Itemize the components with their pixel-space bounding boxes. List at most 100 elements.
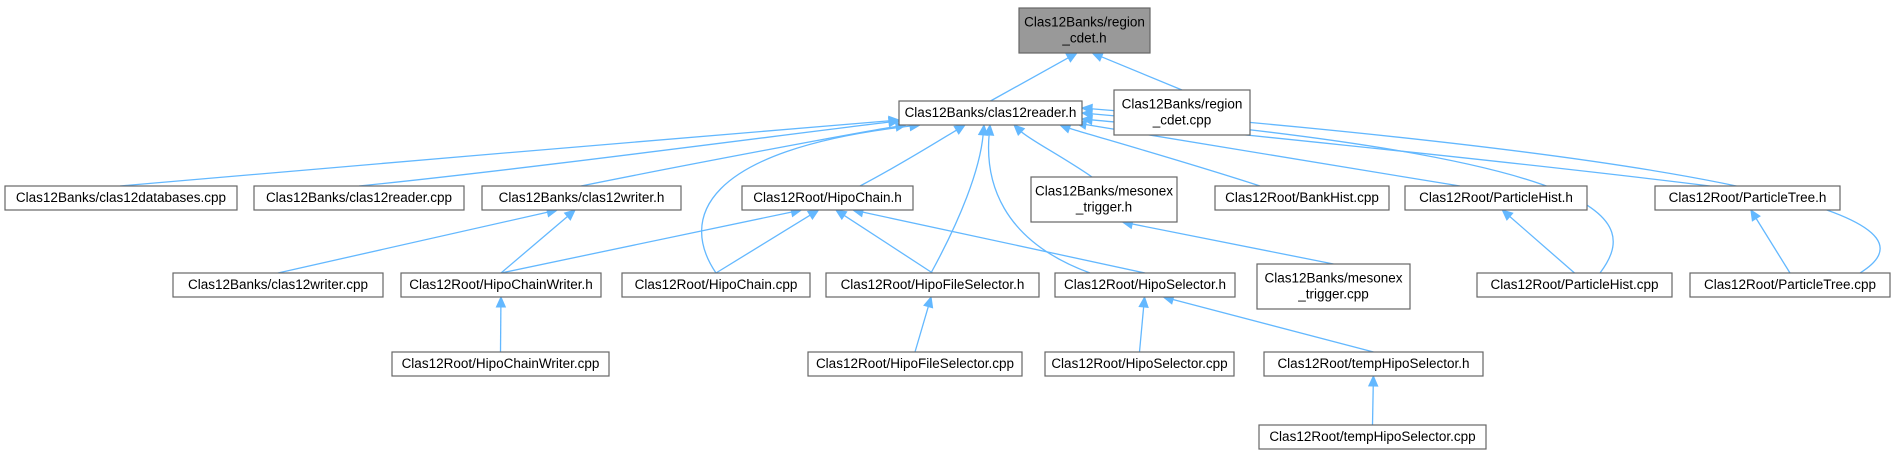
edge-particlehist_cpp-to-particlehist_h	[1501, 209, 1575, 274]
edge-line	[930, 133, 984, 274]
node-selector_h[interactable]: Clas12Root/HipoSelector.h	[1054, 272, 1236, 298]
edge-line	[1020, 130, 1093, 178]
edge-region_cpp-to-root	[1091, 52, 1183, 91]
node-chainwriter_cpp[interactable]: Clas12Root/HipoChainWriter.cpp	[391, 351, 610, 377]
node-particlehist_h[interactable]: Clas12Root/ParticleHist.h	[1404, 185, 1588, 211]
node-label: Clas12Banks/region	[1024, 15, 1145, 30]
node-label: Clas12Banks/clas12reader.cpp	[266, 190, 452, 205]
node-box[interactable]	[825, 272, 1040, 298]
node-label: Clas12Banks/clas12writer.h	[499, 190, 665, 205]
edge-mesonex_h-to-reader_h	[1013, 124, 1093, 178]
edge-arrowhead	[887, 116, 901, 128]
node-label: Clas12Root/HipoSelector.h	[1064, 277, 1226, 292]
node-fileselector_cpp[interactable]: Clas12Root/HipoFileSelector.cpp	[807, 351, 1023, 377]
node-bankhist_cpp[interactable]: Clas12Root/BankHist.cpp	[1214, 185, 1390, 211]
edge-line	[987, 133, 1091, 274]
node-label: Clas12Banks/clas12reader.h	[905, 105, 1077, 120]
node-particletree_cpp[interactable]: Clas12Root/ParticleTree.cpp	[1689, 272, 1891, 298]
node-box[interactable]	[1030, 176, 1178, 223]
node-box[interactable]	[4, 185, 238, 211]
node-selector_cpp[interactable]: Clas12Root/HipoSelector.cpp	[1044, 351, 1235, 377]
edge-chainwriter_h-to-hipochain_h	[500, 206, 803, 274]
node-box[interactable]	[1044, 351, 1235, 377]
edge-reader_cpp-to-reader_h	[358, 116, 901, 187]
edge-arrowhead	[1367, 374, 1379, 387]
node-writer_h[interactable]: Clas12Banks/clas12writer.h	[481, 185, 682, 211]
edge-arrowhead	[953, 124, 967, 135]
node-box[interactable]	[481, 185, 682, 211]
node-particlehist_cpp[interactable]: Clas12Root/ParticleHist.cpp	[1476, 272, 1673, 298]
node-label: Clas12Root/HipoChain.h	[753, 190, 902, 205]
node-box[interactable]	[1258, 424, 1487, 450]
edge-line	[843, 214, 933, 274]
edge-line	[990, 56, 1070, 102]
edge-line	[1171, 298, 1374, 353]
node-root[interactable]: Clas12Banks/region_cdet.h	[1018, 7, 1151, 54]
node-box[interactable]	[621, 272, 811, 298]
node-writer_cpp[interactable]: Clas12Banks/clas12writer.cpp	[172, 272, 384, 298]
node-label: Clas12Banks/clas12writer.cpp	[188, 277, 368, 292]
edge-line	[1131, 223, 1334, 265]
edge-line	[1755, 217, 1791, 274]
edge-line	[580, 125, 898, 187]
node-reader_cpp[interactable]: Clas12Banks/clas12reader.cpp	[253, 185, 465, 211]
edge-hipochain_cpp-to-hipochain_h	[715, 209, 820, 274]
node-mesonex_cpp[interactable]: Clas12Banks/mesonex_trigger.cpp	[1256, 263, 1411, 310]
node-hipochain_h[interactable]: Clas12Root/HipoChain.h	[741, 185, 914, 211]
node-box[interactable]	[898, 100, 1083, 126]
node-box[interactable]	[400, 272, 602, 298]
edge-fileselector_h-to-reader_h	[930, 123, 989, 274]
node-box[interactable]	[1113, 89, 1251, 136]
edge-arrowhead	[1091, 52, 1105, 62]
edge-particletree_cpp-to-particletree_h	[1750, 208, 1791, 274]
node-particletree_h[interactable]: Clas12Root/ParticleTree.h	[1654, 185, 1841, 211]
node-box[interactable]	[1214, 185, 1390, 211]
node-label: Clas12Root/ParticleTree.h	[1669, 190, 1827, 205]
edge-line	[1138, 305, 1145, 353]
node-box[interactable]	[253, 185, 465, 211]
node-reader_h[interactable]: Clas12Banks/clas12reader.h	[898, 100, 1083, 126]
node-label: Clas12Banks/mesonex	[1035, 184, 1173, 199]
edge-line	[1371, 384, 1374, 426]
node-label: _cdet.h	[1061, 31, 1106, 46]
node-box[interactable]	[1404, 185, 1588, 211]
edge-arrowhead	[806, 209, 820, 220]
node-chainwriter_h[interactable]: Clas12Root/HipoChainWriter.h	[400, 272, 602, 298]
node-box[interactable]	[1689, 272, 1891, 298]
node-box[interactable]	[391, 351, 610, 377]
edge-arrowhead	[1501, 209, 1514, 221]
edge-line	[1068, 127, 1261, 187]
node-databases_cpp[interactable]: Clas12Banks/clas12databases.cpp	[4, 185, 238, 211]
edge-line	[500, 215, 569, 274]
node-fileselector_h[interactable]: Clas12Root/HipoFileSelector.h	[825, 272, 1040, 298]
node-region_cpp[interactable]: Clas12Banks/region_cdet.cpp	[1113, 89, 1251, 136]
edge-line	[500, 211, 793, 274]
node-temp_cpp[interactable]: Clas12Root/tempHipoSelector.cpp	[1258, 424, 1487, 450]
node-box[interactable]	[1256, 263, 1411, 310]
edge-reader_h-to-root	[990, 52, 1079, 102]
edge-line	[277, 211, 549, 274]
node-box[interactable]	[1054, 272, 1236, 298]
node-label: Clas12Root/tempHipoSelector.h	[1277, 356, 1469, 371]
node-temp_h[interactable]: Clas12Root/tempHipoSelector.h	[1263, 351, 1484, 377]
edge-arrowhead	[563, 209, 576, 221]
node-hipochain_cpp[interactable]: Clas12Root/HipoChain.cpp	[621, 272, 811, 298]
node-label: Clas12Root/HipoChainWriter.cpp	[402, 356, 600, 371]
node-box[interactable]	[741, 185, 914, 211]
edge-line	[1100, 55, 1183, 91]
edge-arrowhead	[1138, 295, 1149, 308]
node-mesonex_h[interactable]: Clas12Banks/mesonex_trigger.h	[1030, 176, 1178, 223]
node-box[interactable]	[172, 272, 384, 298]
node-box[interactable]	[1476, 272, 1673, 298]
edge-line	[701, 125, 912, 274]
edge-line	[1508, 215, 1575, 274]
edge-temp_cpp-to-temp_h	[1367, 374, 1379, 426]
node-box[interactable]	[807, 351, 1023, 377]
edge-arrowhead	[1750, 208, 1761, 222]
edge-chainwriter_cpp-to-chainwriter_h	[495, 295, 507, 353]
node-box[interactable]	[1263, 351, 1484, 377]
node-label: Clas12Banks/clas12databases.cpp	[16, 190, 226, 205]
node-box[interactable]	[1654, 185, 1841, 211]
node-box[interactable]	[1018, 7, 1151, 54]
edge-line	[715, 214, 812, 274]
